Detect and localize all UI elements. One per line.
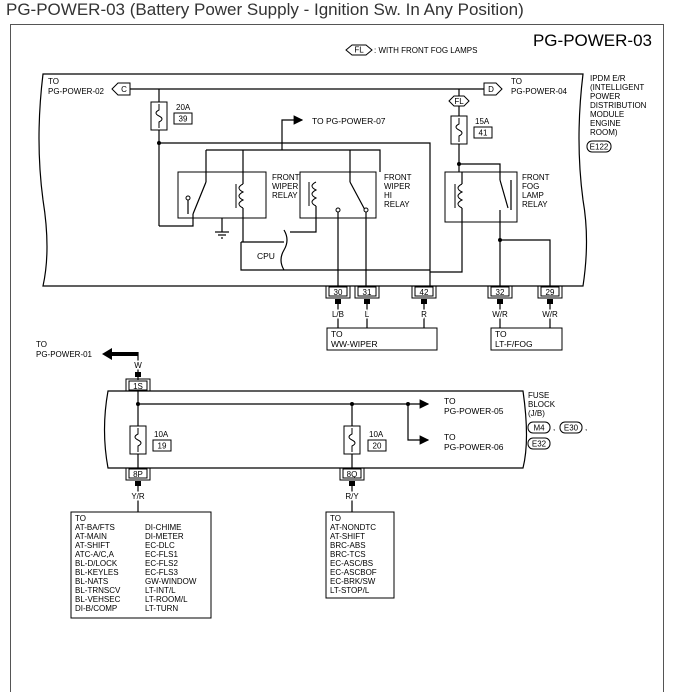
arrow-to-pg-power-06 [407, 404, 430, 445]
svg-text:42: 42 [420, 288, 429, 297]
wire-cpu-hi [290, 218, 317, 233]
terminal-42: 42 R [411, 286, 437, 334]
dest-list-1-col2: DI-CHIME DI-METER EC-DLC EC-FLS1 EC-FLS2… [145, 523, 199, 613]
svg-text:31: 31 [363, 288, 372, 297]
front-fog-lamp-relay-label: FRONT FOG LAMP RELAY [522, 173, 552, 209]
wire-r-to-terminal-42 [159, 142, 431, 287]
to-pg-power-01: TO PG-POWER-01 W 1S [36, 340, 151, 391]
fuse-15a: 15A 41 [450, 115, 493, 172]
dest-list-1: TO AT-BA/FTS AT-MAIN AT-SHIFT ATC-A/C,A … [70, 511, 212, 619]
legend-text: : WITH FRONT FOG LAMPS [374, 46, 477, 55]
legend-code: FL [354, 46, 364, 55]
front-wiper-relay-internals [185, 150, 245, 239]
terminal-29: 29 W/R [537, 286, 563, 334]
svg-text:TO: TO [511, 77, 522, 86]
terminal-31: 31 L [354, 286, 380, 334]
connector-e122 [586, 140, 612, 153]
dest-list-2-items: AT-NONDTC AT-SHIFT BRC-ABS BRC-TCS EC-AS… [330, 523, 379, 595]
svg-text:D: D [488, 85, 494, 94]
wire-relay-common [206, 149, 381, 172]
svg-text:PG-POWER-04: PG-POWER-04 [511, 87, 568, 96]
svg-text:L: L [365, 310, 370, 319]
svg-text:W/R: W/R [542, 310, 558, 319]
fuse-10a-20: 10A 20 8Q R/Y [339, 404, 387, 512]
terminal-32: 32 W/R [487, 286, 513, 334]
fuse-10a-19: 10A 19 8P Y/R [125, 425, 172, 512]
fl-tag: FL [448, 89, 470, 116]
front-wiper-hi-relay-internals [308, 150, 369, 287]
svg-text:41: 41 [479, 129, 488, 138]
svg-text:Y/R: Y/R [131, 492, 145, 501]
svg-text:R: R [421, 310, 427, 319]
ipdm-outline [38, 73, 588, 287]
svg-text:R/Y: R/Y [345, 492, 359, 501]
fuse-block-connectors: M4 , E30 , E32 [527, 421, 587, 450]
svg-text:E32: E32 [532, 440, 547, 449]
svg-text:M4: M4 [533, 424, 545, 433]
svg-text:,: , [553, 423, 555, 432]
svg-text:TO: TO [330, 514, 341, 523]
svg-text:TO: TO [331, 329, 343, 339]
svg-text:PG-POWER-02: PG-POWER-02 [48, 87, 105, 96]
svg-text:TO: TO [75, 514, 86, 523]
wire-fuse-to-wiper-relay [159, 214, 194, 227]
cpu-box-left [240, 242, 290, 271]
svg-text:32: 32 [496, 288, 505, 297]
page-title: PG-POWER-03 (Battery Power Supply - Igni… [6, 0, 524, 19]
svg-text:E30: E30 [564, 424, 579, 433]
fuse-block-outline [103, 390, 528, 469]
svg-text:LT-F/FOG: LT-F/FOG [495, 339, 533, 349]
svg-text:TO: TO [36, 340, 47, 349]
svg-text:W/R: W/R [492, 310, 508, 319]
svg-text:39: 39 [179, 115, 188, 124]
svg-text:PG-POWER-01: PG-POWER-01 [36, 350, 93, 359]
front-wiper-hi-relay-label: FRONT WIPER HI RELAY [384, 173, 414, 209]
svg-text:20A: 20A [176, 103, 191, 112]
svg-text:15A: 15A [475, 117, 490, 126]
svg-text:10A: 10A [154, 430, 169, 439]
svg-text:FL: FL [454, 97, 464, 106]
front-wiper-relay-label: FRONT WIPER RELAY [272, 173, 302, 200]
svg-text:20: 20 [373, 442, 382, 451]
svg-text:WW-WIPER: WW-WIPER [331, 339, 378, 349]
arrow-to-pg-power-07 [281, 115, 304, 150]
terminal-30: 30 L/B [325, 286, 351, 334]
front-wiper-relay [177, 171, 267, 219]
svg-text:W: W [134, 361, 142, 370]
svg-text:19: 19 [158, 442, 167, 451]
cpu-label: CPU [257, 251, 275, 261]
diagram-id: PG-POWER-03 [533, 31, 652, 50]
diagram-frame [10, 24, 664, 692]
dest-list-2: TO AT-NONDTC AT-SHIFT BRC-ABS BRC-TCS EC… [325, 511, 395, 599]
ipdm-terminals: 30 L/B 31 L 42 R 32 W/R [325, 286, 563, 334]
ipdm-label: IPDM E/R (INTELLIGENT POWER DISTRIBUTION… [590, 74, 649, 137]
to-pg-power-04-connector: D TO PG-POWER-04 [483, 77, 568, 96]
svg-text:29: 29 [546, 288, 555, 297]
to-pg-power-06-label: TO PG-POWER-06 [444, 432, 504, 452]
svg-text:30: 30 [334, 288, 343, 297]
legend: FL : WITH FRONT FOG LAMPS [345, 44, 477, 56]
front-fog-lamp-relay-internals [430, 163, 551, 287]
svg-text:8P: 8P [133, 470, 143, 479]
svg-text:1S: 1S [133, 382, 143, 391]
svg-text:C: C [121, 85, 127, 94]
fuse-20a: 20A 39 [150, 89, 193, 226]
svg-text:E122: E122 [590, 143, 609, 152]
dest-list-1-col1: AT-BA/FTS AT-MAIN AT-SHIFT ATC-A/C,A BL-… [75, 523, 123, 613]
front-fog-lamp-relay [444, 171, 518, 223]
dest-lt-f-fog: TO LT-F/FOG [490, 327, 563, 351]
svg-text:,: , [585, 423, 587, 432]
to-pg-power-02-connector: C TO PG-POWER-02 [48, 77, 131, 96]
svg-text:10A: 10A [369, 430, 384, 439]
fuse-block-label: FUSE BLOCK (J/B) [528, 391, 557, 418]
svg-text:TO: TO [495, 329, 507, 339]
svg-text:L/B: L/B [332, 310, 344, 319]
svg-text:TO: TO [48, 77, 59, 86]
to-pg-power-07-label: TO PG-POWER-07 [312, 116, 386, 126]
svg-text:8Q: 8Q [347, 470, 358, 479]
to-pg-power-05-label: TO PG-POWER-05 [444, 396, 504, 416]
dest-ww-wiper: TO WW-WIPER [326, 327, 438, 351]
